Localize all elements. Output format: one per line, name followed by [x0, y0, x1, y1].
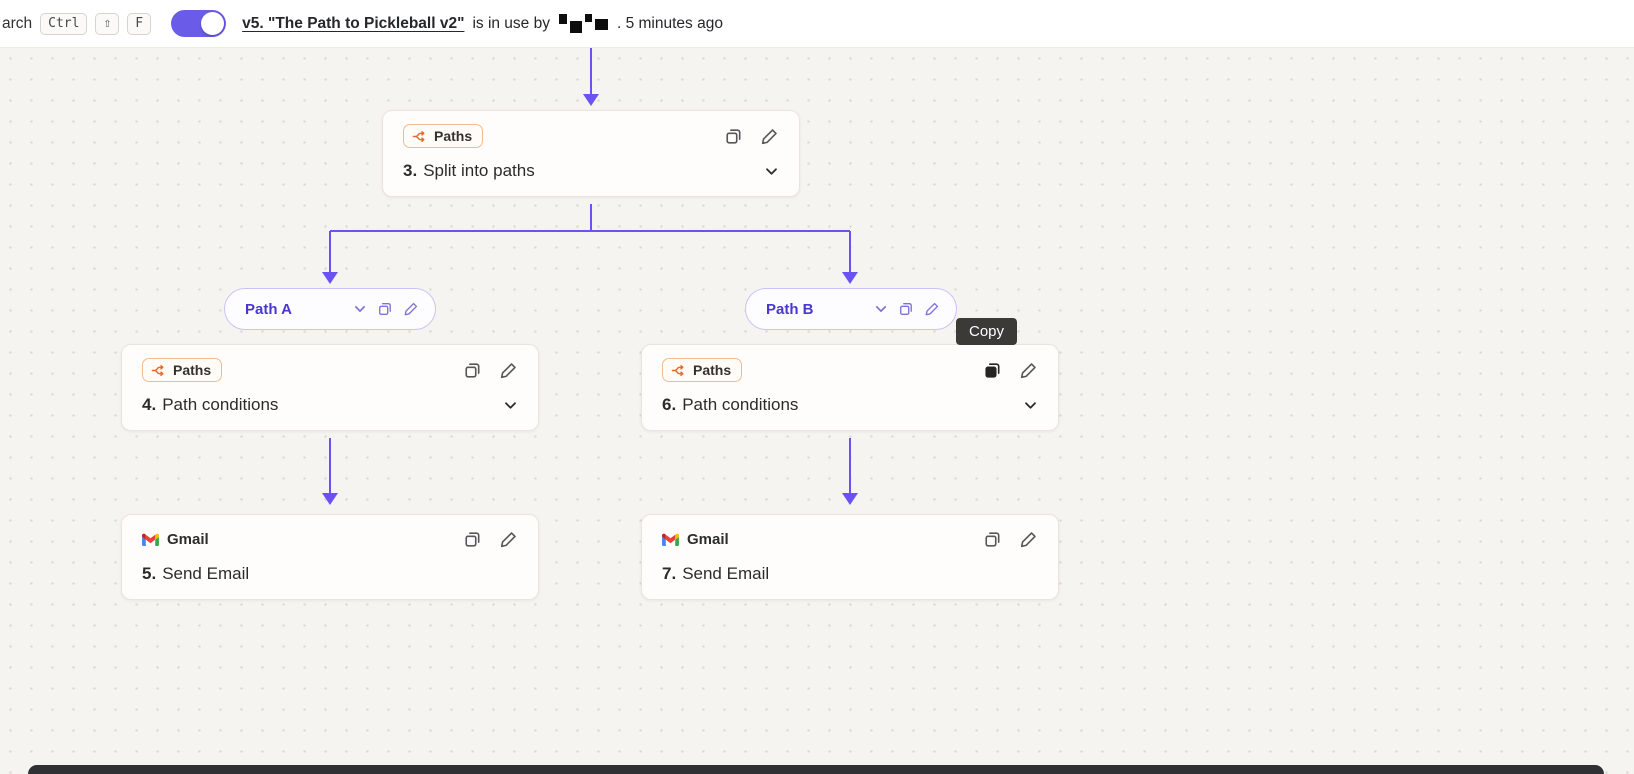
path-label: Path B	[766, 300, 814, 318]
paths-icon	[151, 363, 166, 378]
path-b-pill[interactable]: Path B	[745, 288, 957, 330]
path-a-pill[interactable]: Path A	[224, 288, 436, 330]
pencil-icon	[1019, 530, 1038, 549]
node-title-row[interactable]: 4. Path conditions	[142, 395, 518, 415]
gmail-app-badge: Gmail	[662, 528, 729, 551]
paths-app-badge: Paths	[662, 358, 743, 382]
app-name: Paths	[693, 362, 732, 378]
node-card-4[interactable]: Paths 4. Path conditions	[121, 344, 539, 431]
connector-lines	[322, 48, 858, 505]
topbar: arch Ctrl ⇧ F v5. "The Path to Picklebal…	[0, 0, 1634, 48]
pencil-icon	[499, 361, 518, 380]
node-title: 6. Path conditions	[662, 395, 798, 415]
paths-icon	[671, 363, 686, 378]
node-card-3[interactable]: Paths 3. Split into paths	[382, 110, 800, 197]
copy-icon	[463, 530, 482, 549]
step-title: Send Email	[682, 564, 770, 583]
node-header: Paths	[403, 124, 779, 148]
kbd-shift: ⇧	[95, 12, 120, 35]
node-card-6[interactable]: Paths 6. Path conditions	[641, 344, 1059, 431]
pencil-icon	[1019, 361, 1038, 380]
step-title: Path conditions	[162, 395, 279, 414]
node-title: 4. Path conditions	[142, 395, 278, 415]
copy-path-button[interactable]	[377, 301, 393, 317]
app-name: Gmail	[687, 531, 729, 548]
in-use-text: is in use by	[472, 14, 550, 32]
edit-node-button[interactable]	[498, 360, 518, 380]
edit-node-button[interactable]	[1018, 360, 1038, 380]
bottom-toolbar[interactable]	[28, 765, 1604, 774]
copy-icon	[898, 301, 914, 317]
edit-node-button[interactable]	[759, 126, 779, 146]
path-label: Path A	[245, 300, 292, 318]
copy-node-button[interactable]	[723, 126, 743, 146]
pencil-icon	[924, 301, 940, 317]
node-title: 7. Send Email	[662, 564, 769, 584]
gmail-icon	[662, 533, 679, 546]
copy-icon	[983, 530, 1002, 549]
gmail-app-badge: Gmail	[142, 528, 209, 551]
gmail-icon	[142, 533, 159, 546]
toggle-knob	[200, 12, 224, 35]
step-number: 6.	[662, 395, 677, 414]
redacted-user-name	[558, 13, 608, 33]
app-name: Gmail	[167, 531, 209, 548]
node-card-7[interactable]: Gmail 7. Send Email	[641, 514, 1059, 600]
node-title-row[interactable]: 3. Split into paths	[403, 161, 779, 181]
node-header: Gmail	[142, 528, 518, 551]
search-label: arch	[2, 14, 33, 32]
version-toggle[interactable]	[171, 10, 227, 37]
copy-node-button[interactable]	[462, 530, 482, 550]
node-title-row[interactable]: 6. Path conditions	[662, 395, 1038, 415]
pencil-icon	[403, 301, 419, 317]
copy-node-button[interactable]	[982, 530, 1002, 550]
workflow-canvas[interactable]: Paths 3. Split into paths Path A Path B P…	[0, 48, 1634, 774]
node-card-5[interactable]: Gmail 5. Send Email	[121, 514, 539, 600]
copy-icon	[724, 127, 743, 146]
chevron-down-icon[interactable]	[503, 398, 518, 413]
copy-tooltip: Copy	[956, 318, 1018, 345]
edit-path-button[interactable]	[403, 301, 419, 317]
paths-icon	[412, 129, 427, 144]
chevron-down-icon[interactable]	[874, 302, 888, 316]
node-header: Gmail	[662, 528, 1038, 551]
copy-node-button[interactable]	[462, 360, 482, 380]
edit-node-button[interactable]	[498, 530, 518, 550]
step-number: 5.	[142, 564, 157, 583]
chevron-down-icon[interactable]	[1023, 398, 1038, 413]
version-link[interactable]: v5. "The Path to Pickleball v2"	[242, 14, 465, 32]
chevron-down-icon[interactable]	[353, 302, 367, 316]
last-edited-time: . 5 minutes ago	[616, 14, 723, 32]
copy-node-button[interactable]	[982, 360, 1002, 380]
chevron-down-icon[interactable]	[764, 164, 779, 179]
step-title: Path conditions	[682, 395, 799, 414]
node-header: Paths	[662, 358, 1038, 382]
copy-path-button[interactable]	[898, 301, 914, 317]
app-name: Paths	[434, 128, 473, 144]
step-title: Send Email	[162, 564, 250, 583]
node-title: 5. Send Email	[142, 564, 249, 584]
copy-icon	[463, 361, 482, 380]
copy-icon	[377, 301, 393, 317]
node-title-row[interactable]: 7. Send Email	[662, 564, 1038, 584]
step-title: Split into paths	[423, 161, 535, 180]
app-name: Paths	[173, 362, 212, 378]
step-number: 3.	[403, 161, 418, 180]
step-number: 7.	[662, 564, 677, 583]
pencil-icon	[760, 127, 779, 146]
step-number: 4.	[142, 395, 157, 414]
pencil-icon	[499, 530, 518, 549]
node-title: 3. Split into paths	[403, 161, 535, 181]
paths-app-badge: Paths	[142, 358, 223, 382]
paths-app-badge: Paths	[403, 124, 484, 148]
copy-icon	[983, 361, 1002, 380]
kbd-ctrl: Ctrl	[40, 12, 88, 35]
edit-node-button[interactable]	[1018, 530, 1038, 550]
edit-path-button[interactable]	[924, 301, 940, 317]
kbd-f: F	[127, 12, 152, 35]
node-header: Paths	[142, 358, 518, 382]
node-title-row[interactable]: 5. Send Email	[142, 564, 518, 584]
